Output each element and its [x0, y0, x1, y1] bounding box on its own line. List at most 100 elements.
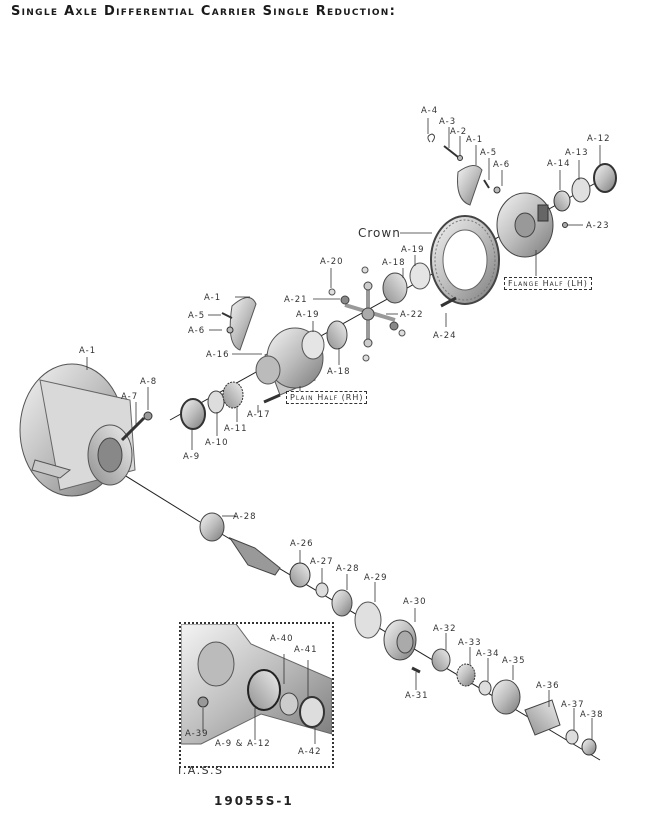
label-a7: A-7 [121, 392, 139, 402]
iass-inset-art [180, 623, 333, 745]
label-a5-mid: A-5 [188, 311, 206, 321]
washer-a34 [478, 680, 492, 696]
plain-half-callout: Plain Half (RH) [286, 391, 368, 404]
bolt-a31 [411, 666, 421, 674]
bearing-a11 [222, 381, 244, 409]
bearing-a26 [289, 562, 311, 588]
bolt-a17 [263, 393, 281, 404]
label-a34: A-34 [476, 649, 500, 659]
label-a4: A-4 [421, 106, 439, 116]
cap-a1-mid [229, 297, 257, 351]
label-a29: A-29 [364, 573, 388, 583]
nut-a8 [143, 411, 153, 421]
bearing-a14 [553, 190, 571, 212]
label-a1-mid: A-1 [204, 293, 222, 303]
label-a6-top: A-6 [493, 160, 511, 170]
label-a27: A-27 [310, 557, 334, 567]
washer-a19-top [409, 262, 431, 290]
bearing-a9 [180, 398, 206, 430]
lock-a6-mid [226, 326, 234, 334]
label-a16: A-16 [206, 350, 230, 360]
leader-lines [86, 118, 601, 740]
washer-right [398, 329, 406, 337]
seal-a35 [491, 679, 521, 715]
housing-a30 [383, 619, 417, 661]
label-a2: A-2 [450, 127, 468, 137]
bolt-a24 [440, 296, 457, 308]
label-a18-top: A-18 [382, 258, 406, 268]
label-a38: A-38 [580, 710, 604, 720]
drawing-code: 19055S-1 [214, 794, 294, 808]
ring-a13 [571, 177, 591, 203]
label-a26: A-26 [290, 539, 314, 549]
label-a11: A-11 [224, 424, 248, 434]
label-a20: A-20 [320, 257, 344, 267]
label-a3: A-3 [439, 117, 457, 127]
bolt-a23 [562, 222, 568, 228]
label-a37: A-37 [561, 700, 585, 710]
label-a17: A-17 [247, 410, 271, 420]
washer-top [361, 266, 369, 274]
page-title: Single Axle Differential Carrier Single … [11, 4, 397, 19]
lock-a6-top [493, 186, 501, 194]
label-a28-mid: A-28 [336, 564, 360, 574]
label-a36: A-36 [536, 681, 560, 691]
label-a24: A-24 [433, 331, 457, 341]
ring-a28-mid [331, 589, 353, 617]
stud-a7 [120, 416, 146, 442]
washer-a2 [457, 155, 463, 161]
iass-inset [179, 622, 334, 768]
housing-a1 [19, 363, 136, 497]
label-a12: A-12 [587, 134, 611, 144]
pin-a5-top [483, 179, 490, 189]
label-a28-top: A-28 [233, 512, 257, 522]
washer-a37 [565, 729, 579, 745]
label-a13: A-13 [565, 148, 589, 158]
label-a23: A-23 [586, 221, 610, 231]
washer-a19-mid [301, 330, 325, 360]
flange-half-callout: Flange Half (LH) [504, 277, 592, 290]
washer-a27 [315, 582, 329, 598]
crown-gear [430, 215, 500, 305]
bolt-a3 [443, 145, 459, 158]
label-a19-top: A-19 [401, 245, 425, 255]
gear-a18-mid [326, 320, 348, 350]
cage-a29 [354, 601, 382, 639]
bearing-a33 [456, 663, 476, 687]
bearing-a28-top [199, 512, 225, 542]
label-a5-top: A-5 [480, 148, 498, 158]
label-a8: A-8 [140, 377, 158, 387]
ring-a32 [431, 648, 451, 672]
label-a1-left: A-1 [79, 346, 97, 356]
washer-bottom [362, 354, 370, 362]
label-a22: A-22 [400, 310, 424, 320]
label-a19-mid: A-19 [296, 310, 320, 320]
axis-lines [99, 174, 611, 761]
label-a40: A-40 [270, 634, 294, 644]
label-a33: A-33 [458, 638, 482, 648]
pinion-gear [228, 536, 281, 576]
label-a6-mid: A-6 [188, 326, 206, 336]
nut-a38 [581, 738, 597, 756]
label-a18-mid: A-18 [327, 367, 351, 377]
bearing-a12 [593, 163, 617, 193]
label-a30: A-30 [403, 597, 427, 607]
label-a39: A-39 [185, 729, 209, 739]
label-a21: A-21 [284, 295, 308, 305]
pin-a4 [427, 133, 435, 143]
gear-a18-top [382, 272, 408, 304]
label-a41: A-41 [294, 645, 318, 655]
cap-a1-top [457, 165, 483, 206]
label-a42: A-42 [298, 747, 322, 757]
label-a35: A-35 [502, 656, 526, 666]
label-a1-top: A-1 [466, 135, 484, 145]
pin-a5-mid [221, 312, 233, 319]
ring-a10 [207, 390, 225, 414]
washer-a20 [328, 288, 336, 296]
spider-a22 [340, 281, 399, 348]
label-a32: A-32 [433, 624, 457, 634]
yoke-a36 [524, 699, 561, 736]
crown-callout: Crown [358, 226, 401, 240]
iass-inset-title: I.A.S.S [178, 764, 224, 777]
